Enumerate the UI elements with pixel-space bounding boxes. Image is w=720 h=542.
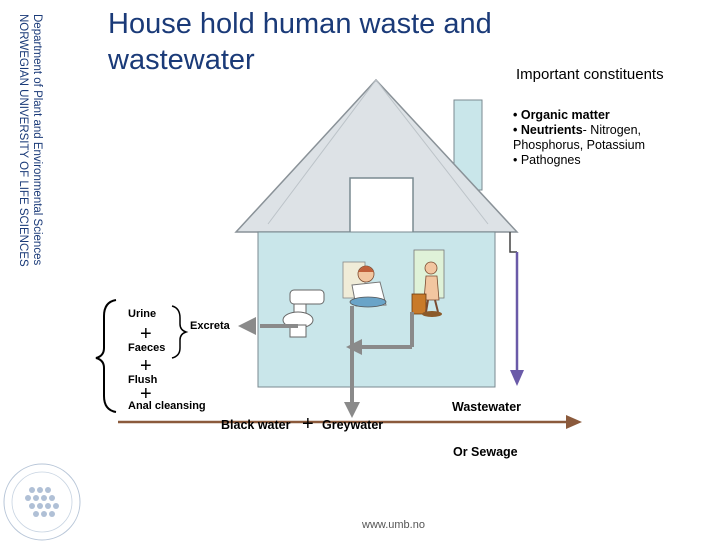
constituent-nutrients: • Neutrients- Nitrogen, [513,123,642,137]
roof-window [349,177,414,234]
wastewater-label: Wastewater [452,400,522,414]
shower-person-illustration [411,249,445,317]
constituent-nutrients-cont: Phosphorus, Potassium [513,138,646,152]
house-wall [257,231,496,388]
constituent-organic: • Organic matter [513,108,610,122]
title-line-1: House hold human waste and [108,8,492,40]
plus-4: + [302,413,314,435]
plus-2: + [140,355,152,377]
left-brace [95,299,117,413]
black-water-label: Black water [221,418,291,432]
footer-url: www.umb.no [362,519,425,531]
faeces-label: Faeces [128,342,166,354]
constituents-list: • Organic matter • Neutrients- Nitrogen,… [513,108,645,168]
constituent-pathogens: • Pathognes [513,153,581,167]
doctor-illustration [342,261,387,308]
toilet-illustration [282,289,325,338]
excreta-label: Excreta [190,320,230,332]
page-title: House hold human waste and wastewater [108,6,492,78]
title-line-2: wastewater [108,44,255,76]
university-seal [3,463,81,541]
plus-1: + [140,323,152,345]
urine-label: Urine [128,308,157,320]
plus-3: + [140,383,152,405]
flush-label: Flush [128,374,158,386]
anal-cleansing-label: Anal cleansing [128,400,206,412]
greywater-label: Greywater [322,418,384,432]
right-brace [171,305,189,359]
constituents-heading: Important constituents [516,66,664,83]
sewage-label: Or Sewage [453,445,518,459]
